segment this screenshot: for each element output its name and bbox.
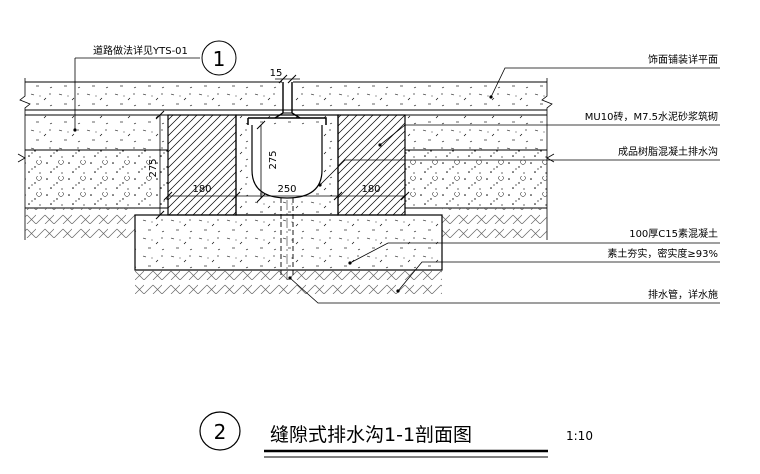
drain-pipe	[280, 198, 294, 280]
callout-road-ref: 道路做法详见YTS-01 1	[73, 40, 237, 132]
base-layer-right	[405, 115, 547, 150]
channel-inner	[251, 125, 323, 199]
gravel-layer-right	[405, 150, 547, 208]
dim-slot-label: 15	[270, 68, 283, 79]
callout-paving-text: 饰面铺装详平面	[648, 53, 718, 66]
callout-soil: 素土夯实，密实度≥93%	[396, 247, 720, 293]
dim-wall-height-label: 275	[148, 158, 159, 177]
dim-wall-right: 180	[361, 184, 380, 195]
title-text: 缝隙式排水沟1-1剖面图	[270, 424, 472, 446]
dim-slot: 15	[270, 68, 300, 84]
gravel-layer-left	[25, 150, 168, 208]
callout-road-ref-text: 道路做法详见YTS-01	[93, 44, 188, 57]
callout-channel-text: 成品树脂混凝土排水沟	[618, 145, 718, 158]
soil-right	[442, 208, 547, 238]
drawing-title: 2 缝隙式排水沟1-1剖面图 1:10	[199, 411, 593, 458]
callout-brick: MU10砖，M7.5水泥砂浆筑砌	[378, 110, 720, 147]
base-layer-left	[25, 115, 168, 150]
detail-ref-circle	[201, 40, 237, 76]
dim-channel-depth-label: 275	[268, 150, 279, 169]
soil-left	[25, 208, 135, 238]
callout-channel: 成品树脂混凝土排水沟	[318, 145, 720, 187]
callout-brick-text: MU10砖，M7.5水泥砂浆筑砌	[585, 110, 718, 123]
callout-paving: 饰面铺装详平面	[489, 53, 720, 99]
callout-pipe: 排水管，详水施	[288, 276, 720, 304]
dim-wall-height: 275	[148, 110, 165, 220]
detail-ref-number: 1	[213, 47, 226, 71]
soil-bottom	[135, 270, 442, 298]
callout-soil-text: 素土夯实，密实度≥93%	[607, 247, 718, 260]
concrete-base	[134, 214, 443, 271]
title-number: 2	[214, 420, 227, 444]
dim-channel-width: 250	[277, 184, 296, 195]
callout-concrete: 100厚C15素混凝土	[348, 227, 720, 265]
callout-concrete-text: 100厚C15素混凝土	[629, 227, 718, 240]
brick-wall-left	[167, 114, 237, 216]
callout-pipe-text: 排水管，详水施	[648, 288, 718, 301]
dim-horizontal: 180 250 180	[163, 184, 410, 201]
brick-wall-right	[337, 114, 406, 216]
title-scale: 1:10	[566, 429, 593, 443]
title-number-circle	[199, 411, 241, 451]
paving-layer	[25, 82, 283, 110]
paving-layer-right	[292, 82, 547, 110]
dim-channel-depth: 275	[256, 120, 279, 203]
dim-wall-left: 180	[192, 184, 211, 195]
